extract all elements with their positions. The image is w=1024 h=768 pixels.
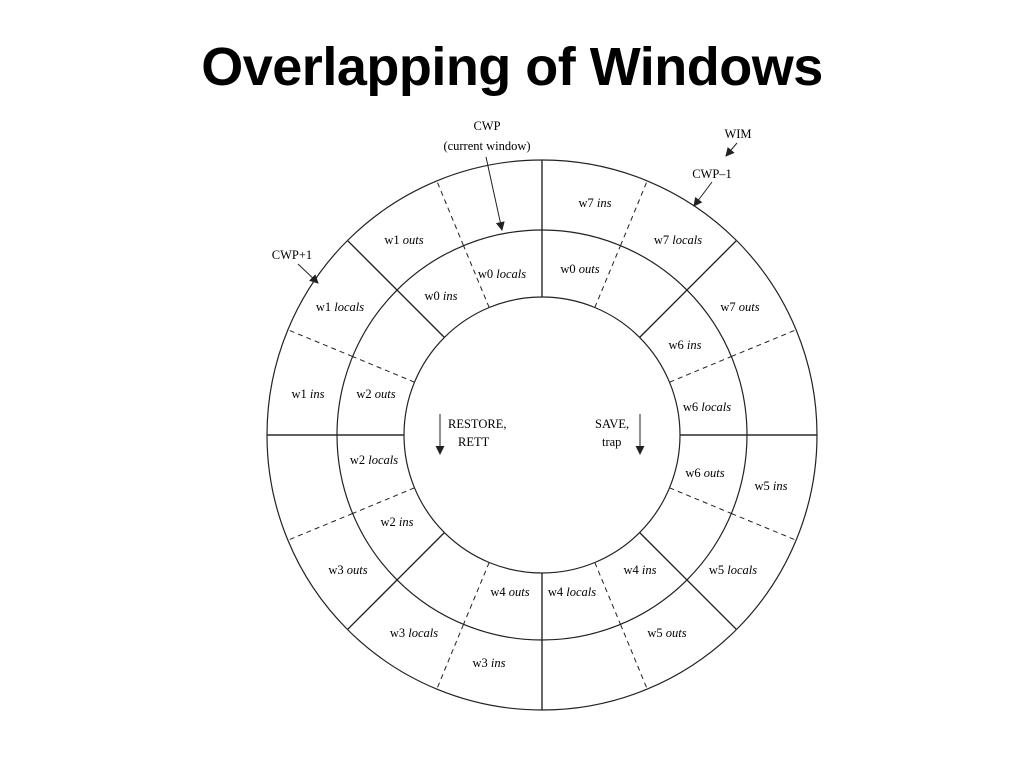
inner-arc-0	[443, 296, 543, 338]
label-w0-ins: w0 ins	[425, 289, 458, 303]
cwp-sublabel: (current window)	[443, 139, 530, 153]
inner-edge-2	[639, 289, 688, 338]
ring-geometry	[266, 159, 818, 711]
outer-divider-2	[731, 513, 797, 541]
rett-label: RETT	[458, 435, 490, 449]
outer-arc-7	[347, 159, 543, 241]
outer-divider-7	[436, 180, 464, 246]
inner-divider-5	[463, 562, 490, 625]
wim-label: WIM	[724, 127, 751, 141]
label-w3-ins: w3 ins	[473, 656, 506, 670]
restore-label: RESTORE,	[448, 417, 506, 431]
cwp-plus-label: CWP+1	[272, 248, 312, 262]
outer-arc-0	[541, 159, 737, 241]
inner-divider-0	[463, 245, 490, 308]
center-labels: RESTORE, RETT SAVE, trap	[435, 414, 645, 455]
inner-divider-7	[352, 356, 415, 383]
outer-divider-3	[620, 624, 648, 690]
outer-arc-4	[347, 629, 543, 711]
inner-arc-1	[541, 296, 641, 338]
label-w6-outs: w6 outs	[685, 466, 724, 480]
inner-edge-4	[639, 532, 688, 581]
inner-divider-4	[594, 562, 621, 625]
label-w7-locals: w7 locals	[654, 233, 702, 247]
cwp-arrow	[485, 156, 505, 231]
label-w6-locals: w6 locals	[683, 400, 731, 414]
cwp-label: CWP	[473, 119, 500, 133]
outer-divider-6	[287, 329, 353, 357]
label-w3-locals: w3 locals	[390, 626, 438, 640]
label-w5-locals: w5 locals	[709, 563, 757, 577]
label-w1-ins: w1 ins	[292, 387, 325, 401]
label-w1-outs: w1 outs	[384, 233, 423, 247]
label-w7-outs: w7 outs	[720, 300, 759, 314]
label-w3-outs: w3 outs	[328, 563, 367, 577]
pointer-annotations: CWP (current window) WIM CWP–1 CWP+1	[272, 119, 752, 284]
cwp-minus-label: CWP–1	[692, 167, 732, 181]
slide-title: Overlapping of Windows	[201, 37, 823, 97]
trap-label: trap	[602, 435, 621, 449]
label-w7-ins: w7 ins	[579, 196, 612, 210]
inner-arc-2	[639, 336, 681, 436]
cwp-minus-arrow	[693, 181, 713, 207]
inner-arc-5	[443, 532, 543, 574]
inner-divider-3	[669, 487, 732, 514]
label-w2-outs: w2 outs	[356, 387, 395, 401]
label-w2-locals: w2 locals	[350, 453, 398, 467]
label-w0-outs: w0 outs	[560, 262, 599, 276]
cwp-plus-arrow	[297, 263, 319, 284]
save-label: SAVE,	[595, 417, 629, 431]
outer-arc-1	[736, 240, 818, 436]
inner-arc-3	[639, 434, 681, 534]
inner-divider-1	[594, 245, 621, 308]
outer-arc-5	[266, 434, 348, 630]
label-w1-locals: w1 locals	[316, 300, 364, 314]
inner-divider-6	[352, 487, 415, 514]
label-w5-ins: w5 ins	[755, 479, 788, 493]
outer-divider-4	[436, 624, 464, 690]
wim-arrow	[725, 142, 738, 157]
label-w4-ins: w4 ins	[624, 563, 657, 577]
outer-divider-1	[731, 329, 797, 357]
label-w4-locals: w4 locals	[548, 585, 596, 599]
label-w2-ins: w2 ins	[381, 515, 414, 529]
outer-arc-6	[266, 240, 348, 436]
window-labels: w0 locals w0 outs w0 ins w1 outs w1 loca…	[292, 196, 788, 670]
outer-arc-3	[541, 629, 737, 711]
label-w6-ins: w6 ins	[669, 338, 702, 352]
label-w0-locals: w0 locals	[478, 267, 526, 281]
outer-divider-5	[287, 513, 353, 541]
inner-arc-7	[403, 336, 445, 436]
label-w5-outs: w5 outs	[647, 626, 686, 640]
inner-divider-2	[669, 356, 732, 383]
outer-divider-0	[620, 180, 648, 246]
inner-edge-6	[396, 532, 445, 581]
outer-arc-2	[736, 434, 818, 630]
window-boundary-7	[347, 240, 445, 338]
label-w4-outs: w4 outs	[490, 585, 529, 599]
